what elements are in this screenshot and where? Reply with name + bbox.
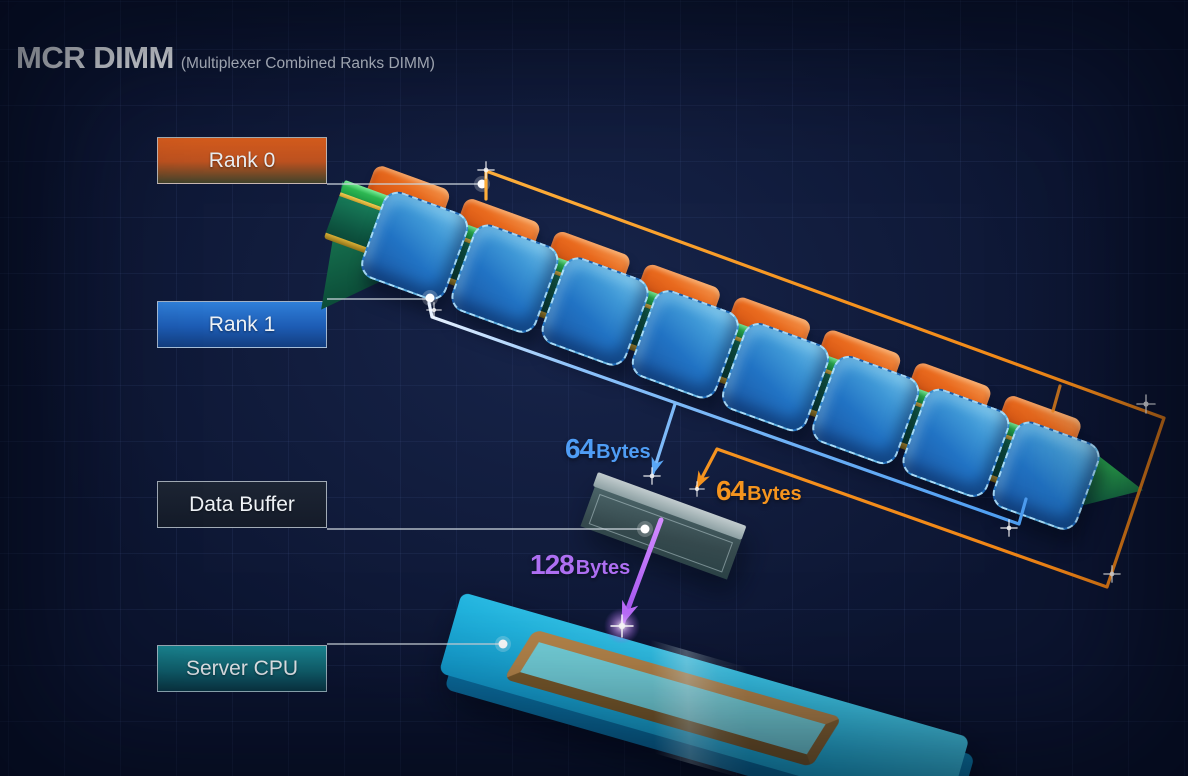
cpu-bytes-unit: Bytes [575,557,631,579]
label-rank0-text: Rank 0 [208,148,276,172]
rank0-bytes-value: 64 [716,475,746,506]
label-rank1: Rank 1 [157,301,327,348]
rank0-bytes-unit: Bytes [747,483,802,505]
label-server-cpu: Server CPU [157,645,327,692]
label-rank0: Rank 0 [157,137,327,184]
page-title: MCR DIMM (Multiplexer Combined Ranks DIMM… [16,40,435,76]
server-cpu-illustration [434,592,976,776]
label-data-buffer: Data Buffer [157,481,327,528]
label-server-cpu-text: Server CPU [185,656,299,680]
rank1-bytes-value: 64 [565,433,595,464]
title-main-text: MCR DIMM [16,40,174,75]
cpu-bytes-value: 128 [530,549,575,580]
rank1-bytes-unit: Bytes [596,441,651,463]
label-data-buffer-text: Data Buffer [189,492,295,516]
rank0-callout-dot [477,179,487,189]
label-rank1-text: Rank 1 [208,312,276,336]
title-subtitle-text: (Multiplexer Combined Ranks DIMM) [180,55,435,72]
